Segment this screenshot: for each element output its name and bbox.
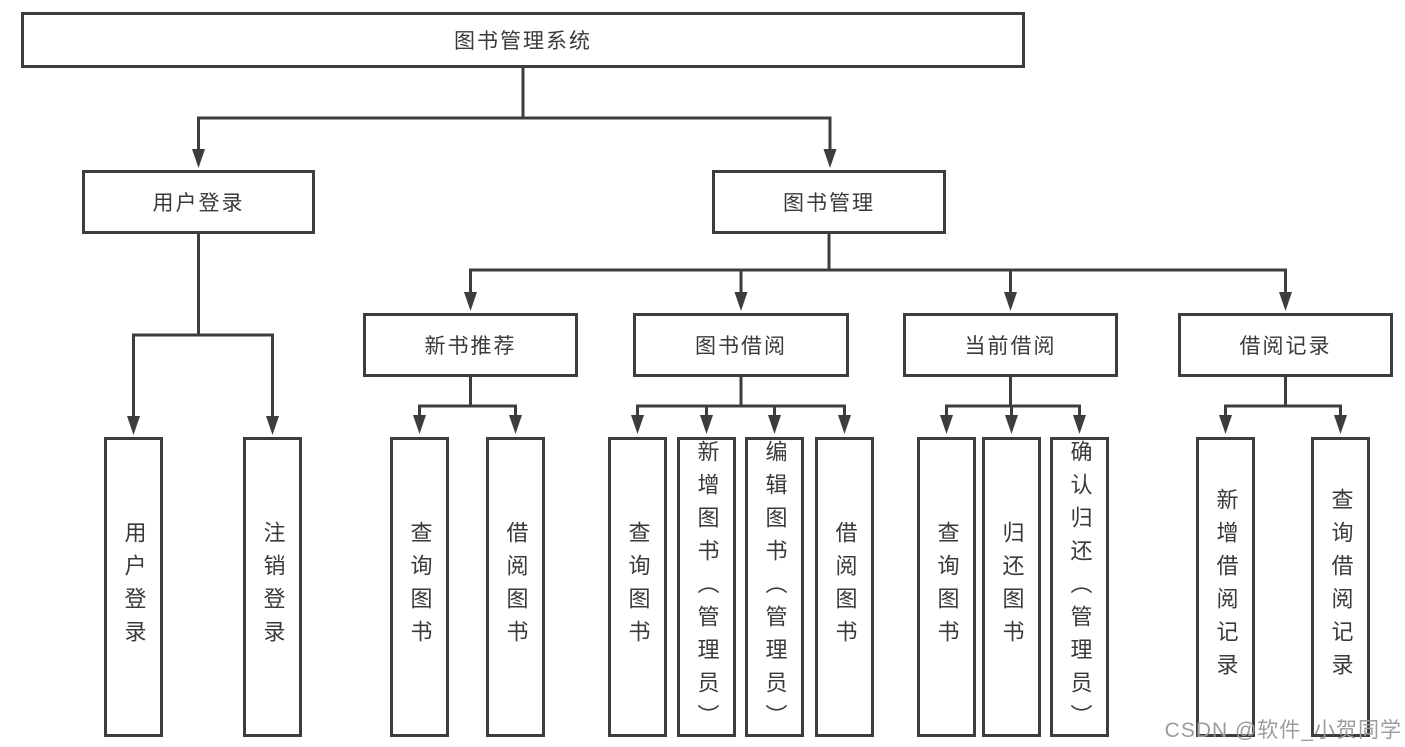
leaf-user-login: 用户登录 [104,437,163,737]
leaf-query-book-recommend: 查询图书 [390,437,449,737]
leaf-edit-book-admin: 编辑图书（管理员） [745,437,804,737]
node-current-borrow: 当前借阅 [903,313,1118,377]
leaf-borrow-book-recommend: 借阅图书 [486,437,545,737]
leaf-add-borrow-record: 新增借阅记录 [1196,437,1255,737]
node-new-book-recommend: 新书推荐 [363,313,578,377]
leaf-add-book-admin: 新增图书（管理员） [677,437,736,737]
leaf-query-borrow-record: 查询借阅记录 [1311,437,1370,737]
node-borrow-records: 借阅记录 [1178,313,1393,377]
leaf-logout: 注销登录 [243,437,302,737]
node-book-management: 图书管理 [712,170,946,234]
leaf-query-book-current: 查询图书 [917,437,976,737]
leaf-borrow-book: 借阅图书 [815,437,874,737]
leaf-return-book: 归还图书 [982,437,1041,737]
node-user-login-branch: 用户登录 [82,170,315,234]
node-book-borrow: 图书借阅 [633,313,849,377]
leaf-query-book-borrow: 查询图书 [608,437,667,737]
leaf-confirm-return-admin: 确认归还（管理员） [1050,437,1109,737]
node-library-management-system: 图书管理系统 [21,12,1025,68]
watermark: CSDN @软件_小贺同学 [1164,719,1402,742]
